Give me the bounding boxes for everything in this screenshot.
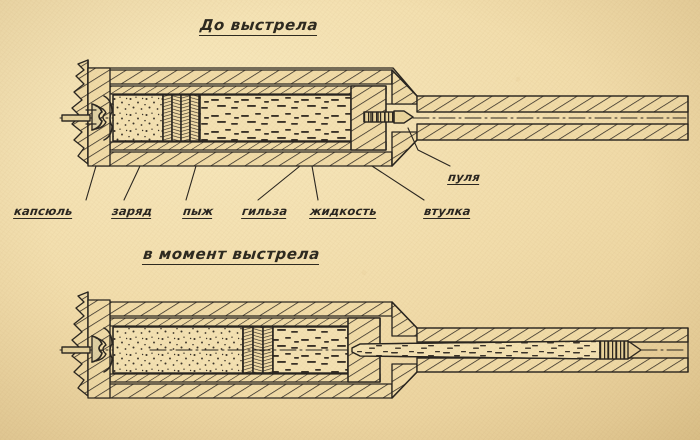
label-zaryad: заряд (111, 204, 154, 219)
leader-lines-panel-1 (85, 127, 451, 201)
label-kapsyul: капсюль (13, 204, 74, 219)
label-vtulka: втулка (423, 204, 472, 219)
label-gilza: гильза (241, 204, 289, 219)
panel-title-moment-of-shot: в момент выстрела (141, 245, 321, 265)
label-pulya: пуля (447, 170, 481, 185)
panel-moment-of-shot (59, 291, 689, 399)
label-zhidkost: жидкость (309, 204, 378, 219)
panel-before-shot (59, 59, 689, 167)
panel-title-before-shot: До выстрела (198, 16, 320, 36)
label-pyzh: пыж (182, 204, 215, 219)
